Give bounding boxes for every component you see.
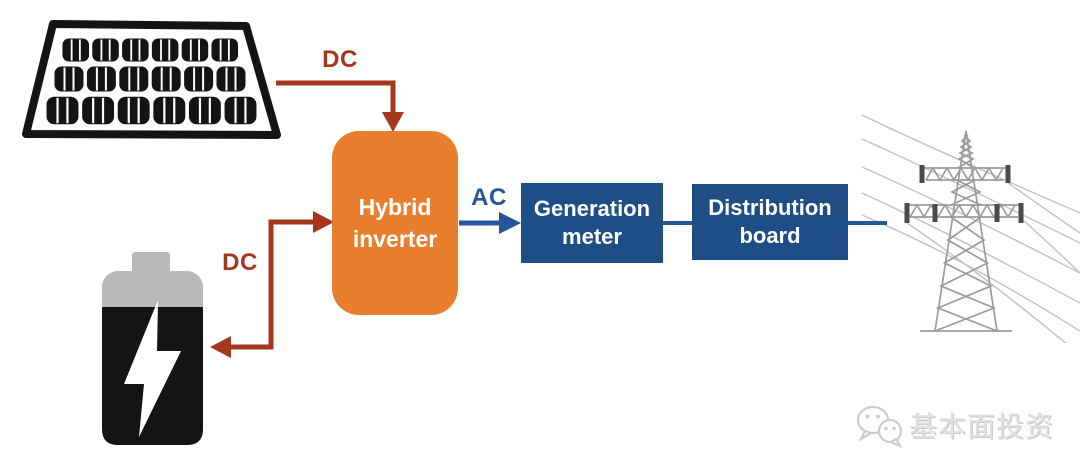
solar-panel-icon — [22, 20, 281, 139]
transmission-tower-icon — [861, 114, 1080, 343]
hybrid-inverter-line2: inverter — [352, 226, 438, 252]
dc-solar-arrowhead — [382, 112, 404, 132]
dc-solar-arrow — [276, 80, 396, 114]
ac-arrowhead — [499, 212, 521, 234]
ac-label: AC — [471, 184, 507, 211]
generation-meter-line1: Generation — [533, 196, 651, 221]
insulators — [904, 165, 1024, 223]
generation-meter-line2: meter — [562, 224, 622, 249]
generation-meter-node: Generation meter — [521, 183, 663, 263]
distribution-board-line2: board — [739, 223, 801, 248]
power-lines — [861, 114, 1080, 343]
dc-battery-label: DC — [222, 249, 258, 276]
hybrid-inverter-node: Hybrid inverter — [332, 131, 458, 315]
dc-battery-arrowhead — [210, 336, 231, 358]
watermark: 基本面投资 — [853, 400, 1054, 450]
distribution-board-node: Distribution board — [692, 184, 848, 260]
dc-inverter-arrowhead — [313, 211, 334, 233]
dc-solar-label: DC — [322, 46, 358, 73]
hybrid-inverter-label: Hybrid inverter — [353, 191, 437, 255]
dc-battery-arrow — [229, 219, 315, 350]
generation-meter-label: Generation meter — [534, 195, 650, 251]
distribution-board-line1: Distribution — [708, 195, 832, 220]
hybrid-inverter-line1: Hybrid — [358, 194, 432, 220]
distribution-board-label: Distribution board — [708, 194, 831, 250]
wechat-icon — [856, 405, 903, 449]
watermark-text: 基本面投资 — [909, 411, 1055, 442]
battery-icon — [102, 252, 203, 445]
